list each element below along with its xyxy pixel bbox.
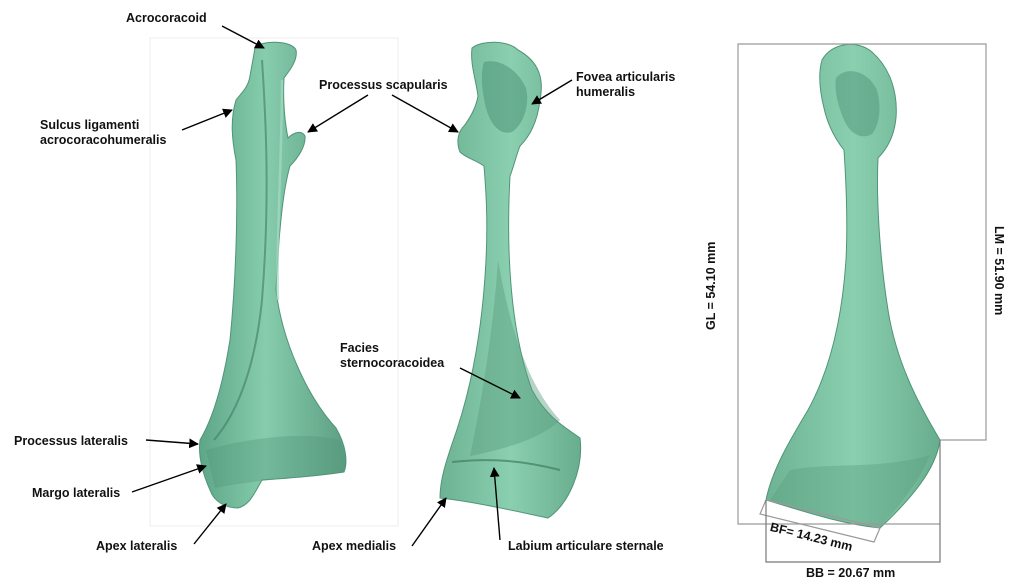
arrow-acrocoracoid [222,26,264,48]
measure-lm: LM = 51.90 mm [991,226,1006,315]
coracoid-bone-measured [766,44,940,528]
label-sulcus-1: Sulcus ligamenti [40,118,139,133]
label-labium: Labium articulare sternale [508,539,664,554]
label-fovea-1: Fovea articularis [576,70,675,85]
arrow-apex-lat [194,504,226,544]
measure-gl: GL = 54.10 mm [704,242,719,330]
label-acrocoracoid: Acrocoracoid [126,11,207,26]
arrow-sulcus [182,110,232,130]
arrow-apex-med [412,498,446,546]
label-fovea-2: humeralis [576,85,635,100]
label-sulcus-2: acrocoracohumeralis [40,133,166,148]
label-processus-lateralis: Processus lateralis [14,434,128,449]
label-processus-scapularis: Processus scapularis [319,78,448,93]
arrow-proc-scap-right [392,95,458,132]
arrow-proc-scap-left [308,95,368,132]
arrow-proc-lateralis [146,440,198,444]
coracoid-bone-lateral-view [199,42,345,508]
measure-bb: BB = 20.67 mm [806,566,895,581]
label-apex-lateralis: Apex lateralis [96,539,177,554]
label-facies-1: Facies [340,341,379,356]
label-margo-lateralis: Margo lateralis [32,486,120,501]
arrow-margo [132,466,206,492]
coracoid-bone-dorsal-view [440,42,581,518]
label-facies-2: sternocoracoidea [340,356,444,371]
label-apex-medialis: Apex medialis [312,539,396,554]
